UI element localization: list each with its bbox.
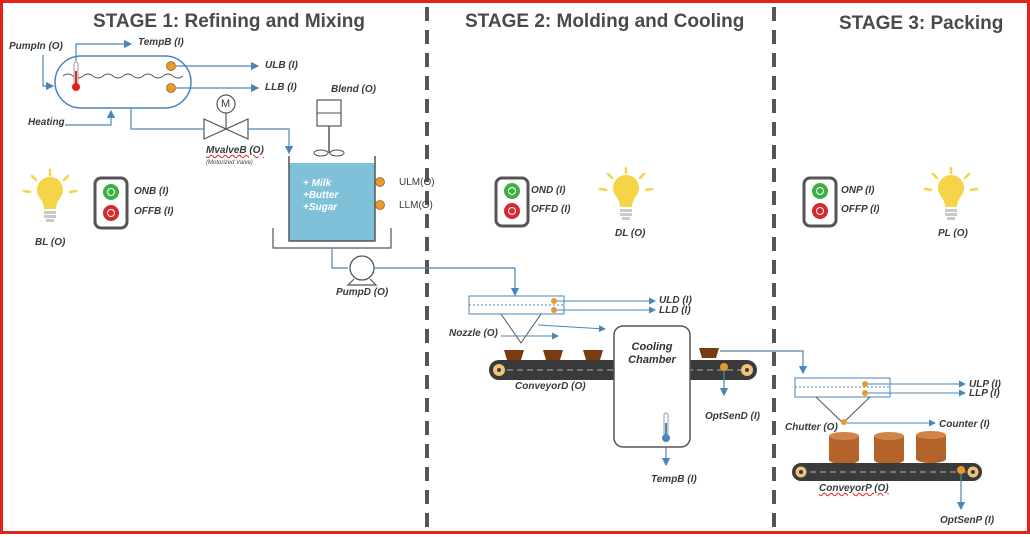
ulm-label: ULM(O)	[399, 177, 435, 188]
conveyor-icon	[792, 463, 982, 481]
lld-label: LLD (I)	[659, 305, 691, 316]
counter-label: Counter (I)	[939, 419, 990, 430]
ulb-label: ULB (I)	[265, 60, 298, 71]
optsenp-label: OptSenP (I)	[940, 515, 995, 526]
ond-label: OND (I)	[531, 185, 566, 196]
stage-1-title: STAGE 1: Refining and Mixing	[93, 11, 365, 32]
refining-tank	[54, 55, 192, 109]
offd-label: OFFD (I)	[531, 204, 571, 215]
pumpd-label: PumpD (O)	[336, 287, 389, 298]
ulp-label: ULP (I)	[969, 379, 1001, 390]
power-button-icon	[93, 176, 129, 230]
dl-label: DL (O)	[615, 228, 646, 239]
optsenp-sensor	[957, 466, 965, 474]
power-button-icon	[802, 176, 838, 228]
tempb-label: TempB (I)	[138, 37, 184, 48]
mvalve-note: (Motorized Valve)	[206, 160, 253, 166]
onp-label: ONP (I)	[841, 185, 875, 196]
ulb-sensor	[166, 61, 176, 71]
chutter-label: Chutter (O)	[785, 422, 838, 433]
light-bulb-icon	[923, 166, 979, 220]
blend-label: Blend (O)	[331, 84, 376, 95]
cooling-chamber	[613, 325, 691, 448]
cooling-chamber-label: Cooling Chamber	[628, 341, 676, 366]
thermometer-icon	[662, 412, 670, 442]
bl-label: BL (O)	[35, 237, 66, 248]
llp-label: LLP (I)	[969, 388, 1000, 399]
thermometer-icon	[72, 61, 80, 91]
optsend-sensor	[720, 363, 728, 371]
heating-label: Heating	[28, 117, 65, 128]
power-button-icon	[494, 176, 530, 228]
conveyord-label: ConveyorD (O)	[515, 381, 586, 392]
offp-label: OFFP (I)	[841, 204, 880, 215]
mixing-tank	[272, 156, 392, 249]
diagram-graphics	[22, 7, 982, 533]
llm-label: LLM(O)	[399, 200, 433, 211]
mix-ingredient-milk: + Milk	[303, 178, 332, 189]
uld-label: ULD (I)	[659, 295, 692, 306]
pl-label: PL (O)	[938, 228, 968, 239]
optsend-label: OptSenD (I)	[705, 411, 760, 422]
light-bulb-icon	[22, 168, 78, 222]
dispenser-hopper	[468, 295, 565, 344]
mix-ingredient-butter: +Butter	[303, 190, 339, 201]
blender-icon	[313, 99, 345, 157]
motor-icon	[216, 94, 236, 129]
tempb-cooling-label: TempB (I)	[651, 474, 697, 485]
llm-sensor	[375, 200, 385, 210]
packing-hopper	[794, 377, 891, 424]
conveyorp-label: ConveyorP (O)	[819, 483, 889, 494]
llb-sensor	[166, 83, 176, 93]
onb-label: ONB (I)	[134, 186, 169, 197]
mvalveb-label: MvalveB (O)	[206, 145, 264, 156]
package-box	[829, 431, 946, 464]
pump-icon	[346, 255, 378, 286]
offb-label: OFFB (I)	[134, 206, 174, 217]
light-bulb-icon	[598, 166, 654, 220]
llb-label: LLB (I)	[265, 82, 297, 93]
nozzle-label: Nozzle (O)	[449, 328, 498, 339]
stage-3-title: STAGE 3: Packing	[839, 13, 1004, 34]
stage-2-title: STAGE 2: Molding and Cooling	[465, 11, 745, 32]
ulm-sensor	[375, 177, 385, 187]
mix-ingredient-sugar: +Sugar	[303, 202, 338, 213]
motor-symbol: M	[221, 98, 231, 110]
chocolate-mold	[504, 348, 719, 360]
pumpin-label: PumpIn (O)	[9, 41, 63, 52]
